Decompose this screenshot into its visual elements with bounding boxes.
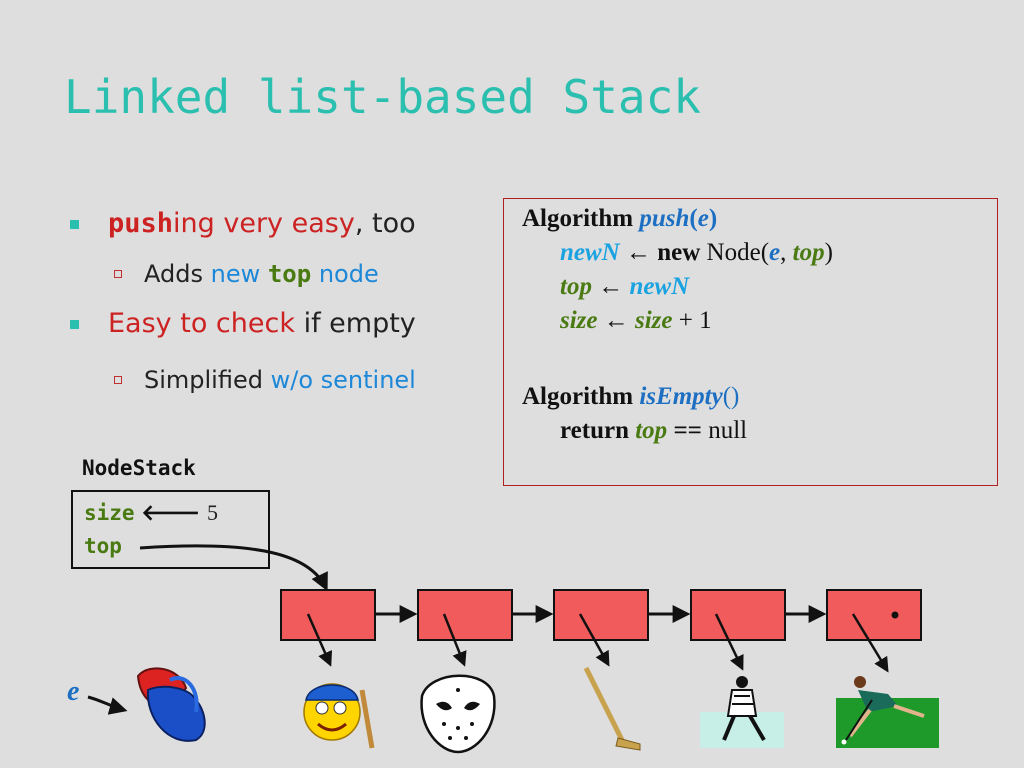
sub-bullet-marker [114, 270, 122, 278]
list-node [417, 589, 513, 641]
newN-var: newN [560, 239, 620, 266]
easy-rest: if empty [294, 308, 416, 339]
e-arrow [87, 695, 128, 715]
equals-op: == [673, 417, 702, 444]
paren-close: ) [708, 205, 718, 232]
node-constructor: Node( [700, 239, 770, 266]
algo-line-top: top ← newN [560, 273, 689, 301]
top-field: top [84, 534, 122, 558]
element-arrow [306, 613, 333, 667]
top-var: top [792, 239, 825, 266]
paren-close: ) [824, 239, 833, 266]
top-keyword: top [267, 260, 312, 288]
nodestack-label: NodeStack [82, 456, 196, 480]
slide-title: Linked list-based Stack [64, 70, 701, 124]
null-dot [891, 611, 899, 619]
left-arrow-icon: 🡐 [141, 501, 201, 526]
element-arrow [714, 613, 744, 671]
algorithm-box: Algorithm push(e) newN ← new Node(e, top… [503, 198, 998, 486]
null-literal: null [708, 417, 748, 444]
node-text: node [311, 260, 379, 288]
size-field-name: size [84, 501, 135, 525]
boxing-glove-icon [136, 667, 206, 742]
easy-text: Easy to check [108, 308, 295, 339]
size-var: size [560, 307, 598, 334]
push-keyword: push [108, 208, 174, 239]
size-value: 5 [206, 500, 218, 525]
element-arrow [578, 613, 610, 667]
hockey-emoji-icon [303, 683, 375, 749]
element-arrow [851, 613, 889, 673]
plus-one: + 1 [672, 307, 712, 334]
goalie-mask-icon [420, 674, 496, 754]
return-keyword: return [560, 417, 629, 444]
size-field: size 🡐 5 [84, 500, 218, 526]
new-text: new [210, 260, 268, 288]
new-keyword: new [657, 239, 701, 266]
bullet-marker [70, 220, 79, 229]
size-var: size [635, 307, 673, 334]
newN-var: newN [629, 273, 690, 300]
parens: () [722, 383, 740, 410]
isempty-header: Algorithm isEmpty() [522, 383, 739, 411]
assign-arrow: ← [591, 273, 630, 300]
hockey-player-icon [700, 676, 784, 748]
hockey-stick-icon [583, 666, 641, 751]
top-pointer-arrow [139, 544, 328, 592]
algo-line-newN: newN ← new Node(e, top) [560, 239, 833, 267]
element-arrow [442, 613, 467, 667]
list-node [826, 589, 922, 641]
algo-line-return: return top == null [560, 417, 747, 445]
top-var: top [560, 273, 592, 300]
list-node [553, 589, 649, 641]
bullet-marker [70, 320, 79, 329]
nodestack-box: size 🡐 5 top [71, 490, 270, 569]
algorithm-keyword: Algorithm [522, 205, 634, 232]
paren-open: ( [689, 205, 698, 232]
push-text: ing very easy [173, 208, 355, 239]
adds-text: Adds [144, 260, 211, 288]
param-e: e [697, 205, 709, 232]
algorithm-keyword: Algorithm [522, 383, 634, 410]
e-var: e [769, 239, 781, 266]
list-node [280, 589, 376, 641]
comma: , [780, 239, 793, 266]
top-var: top [635, 417, 668, 444]
top-field-name: top [84, 534, 122, 558]
push-header: Algorithm push(e) [522, 205, 717, 233]
field-hockey-player-icon [836, 676, 939, 748]
simplified-text: Simplified [144, 366, 271, 394]
sub-bullet-marker [114, 376, 122, 384]
assign-arrow: ← [619, 239, 658, 266]
sentinel-text: w/o sentinel [270, 366, 416, 394]
push-rest: , too [354, 208, 416, 239]
e-label: e [67, 676, 80, 707]
assign-arrow: ← [597, 307, 635, 334]
isempty-name: isEmpty [639, 383, 723, 410]
push-name: push [639, 205, 690, 232]
algo-line-size: size ← size + 1 [560, 307, 712, 335]
